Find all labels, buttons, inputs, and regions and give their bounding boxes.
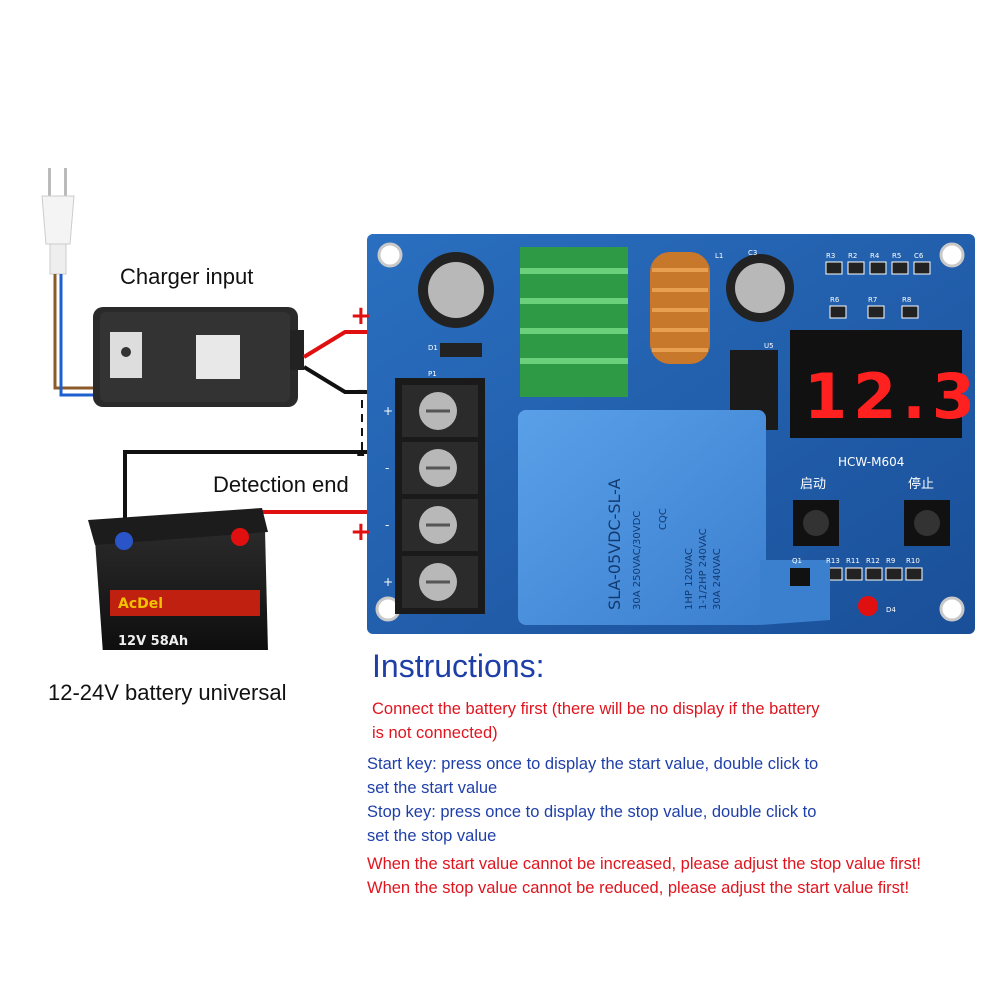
relay-rating-1: 30A 250VAC/30VDC bbox=[632, 511, 643, 610]
comp-label: R4 bbox=[870, 252, 880, 260]
terminal-marks: + - - + bbox=[383, 404, 393, 589]
charger-input-label: Charger input bbox=[120, 264, 254, 289]
plus-mark-battery: + bbox=[350, 517, 372, 547]
product-illustration: AcDel 12V 58Ah bbox=[41, 168, 981, 650]
start-key bbox=[793, 500, 839, 546]
comp-label: U5 bbox=[764, 342, 774, 350]
terminal-mark: + bbox=[383, 404, 393, 418]
comp-label: L1 bbox=[715, 252, 723, 260]
relay-rating-4: 30A 240VAC bbox=[712, 548, 723, 610]
instruction-line-2: is not connected) bbox=[372, 724, 498, 742]
comp-label: R13 bbox=[826, 557, 840, 565]
minus-mark-charger: - bbox=[356, 375, 365, 405]
power-plug-icon bbox=[41, 168, 112, 397]
comp-label: R6 bbox=[830, 296, 840, 304]
stop-key-label: 停止 bbox=[908, 476, 934, 492]
comp-label: R11 bbox=[846, 557, 860, 565]
comp-label: R8 bbox=[902, 296, 911, 304]
minus-mark-battery: - bbox=[356, 439, 365, 469]
comp-label: R9 bbox=[886, 557, 895, 565]
instruction-line-7: When the start value cannot be increased… bbox=[367, 855, 921, 873]
detection-end-label: Detection end bbox=[213, 472, 349, 497]
instruction-line-1: Connect the battery first (there will be… bbox=[372, 700, 820, 718]
terminal-mark: + bbox=[383, 575, 393, 589]
comp-label: P1 bbox=[428, 370, 437, 378]
comp-label: R2 bbox=[848, 252, 857, 260]
instruction-line-3: Start key: press once to display the sta… bbox=[367, 755, 819, 773]
component-labels: R3 R2 R4 R5 C6 R6 R7 R8 L1 C3 U5 D1 Q1 R… bbox=[428, 249, 924, 614]
svg-text:12V 58Ah: 12V 58Ah bbox=[118, 634, 188, 649]
comp-label: C6 bbox=[914, 252, 924, 260]
instruction-line-4: set the start value bbox=[367, 779, 498, 797]
comp-label: R3 bbox=[826, 252, 835, 260]
inductor bbox=[650, 252, 710, 364]
instruction-line-8: When the stop value cannot be reduced, p… bbox=[367, 879, 910, 897]
battery-label: 12-24V battery universal bbox=[48, 680, 287, 705]
display-value: 12.3 bbox=[804, 360, 981, 433]
relay-rating-2: 1HP 120VAC bbox=[684, 548, 695, 610]
instructions-title: Instructions: bbox=[372, 648, 545, 684]
terminal-mark: - bbox=[385, 518, 389, 532]
relay bbox=[518, 410, 830, 625]
terminal-block bbox=[395, 378, 485, 614]
instruction-line-5: Stop key: press once to display the stop… bbox=[367, 803, 817, 821]
seven-segment-display bbox=[790, 330, 962, 438]
relay-model: SLA-05VDC-SL-A bbox=[605, 478, 624, 610]
charger-adapter bbox=[93, 307, 304, 407]
controller-board bbox=[361, 234, 975, 634]
comp-label: R10 bbox=[906, 557, 920, 565]
terminal-mark: - bbox=[385, 461, 389, 475]
smd-resistors bbox=[825, 261, 931, 581]
svg-text:AcDel: AcDel bbox=[118, 596, 163, 612]
instruction-line-6: set the stop value bbox=[367, 827, 497, 845]
relay-cert: CQC bbox=[658, 508, 669, 530]
comp-label: C3 bbox=[748, 249, 757, 257]
comp-label: R12 bbox=[866, 557, 880, 565]
heatsink bbox=[520, 247, 628, 397]
comp-label: Q1 bbox=[792, 557, 802, 565]
battery-device: AcDel 12V 58Ah bbox=[88, 508, 268, 650]
stop-key bbox=[904, 500, 950, 546]
start-key-label: 启动 bbox=[800, 477, 826, 492]
comp-label: R7 bbox=[868, 296, 877, 304]
relay-rating-3: 1-1/2HP 240VAC bbox=[698, 528, 709, 610]
plus-mark-charger: + bbox=[350, 301, 372, 331]
board-model: HCW-M604 bbox=[838, 455, 904, 469]
comp-label: D4 bbox=[886, 606, 896, 614]
comp-label: R5 bbox=[892, 252, 901, 260]
comp-label: D1 bbox=[428, 344, 438, 352]
